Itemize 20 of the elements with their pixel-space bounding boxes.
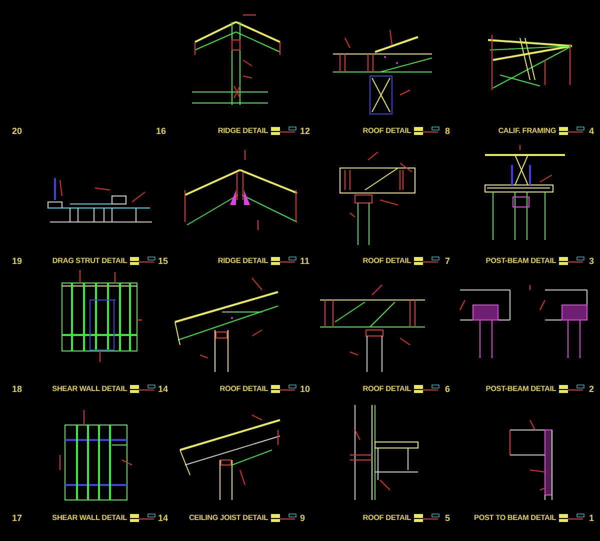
detail-number: 18 — [12, 384, 22, 394]
detail-number: 9 — [300, 513, 306, 523]
detail-number: 19 — [12, 256, 22, 266]
detail-number: 1 — [589, 513, 594, 523]
detail-number: 14 — [158, 513, 168, 523]
detail-number: 7 — [445, 256, 450, 266]
detail-number: 16 — [156, 126, 166, 136]
detail-number: 17 — [12, 513, 22, 523]
detail-number: 15 — [158, 256, 168, 266]
detail-number: 11 — [300, 256, 310, 266]
detail-number: 4 — [589, 126, 594, 136]
detail-number: 12 — [300, 126, 310, 136]
detail-number: 2 — [589, 384, 594, 394]
detail-number: 3 — [589, 256, 594, 266]
detail-number: 14 — [158, 384, 168, 394]
detail-number: 10 — [300, 384, 310, 394]
detail-number: 6 — [445, 384, 450, 394]
detail-number: 5 — [445, 513, 450, 523]
detail-number: 20 — [12, 126, 22, 136]
detail-number: 8 — [445, 126, 450, 136]
